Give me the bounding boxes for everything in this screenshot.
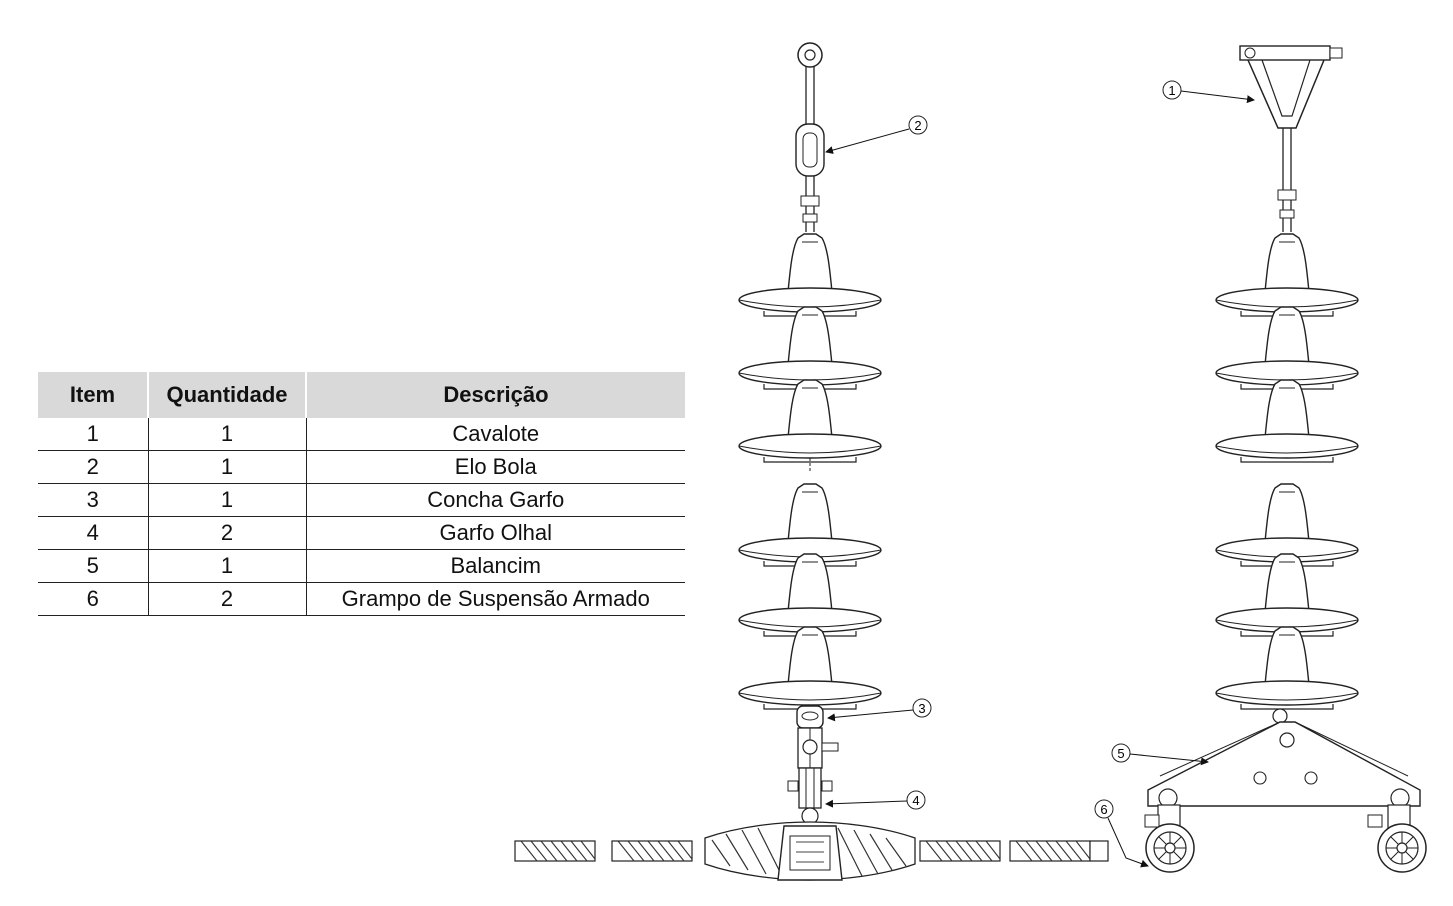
- insulator-disc: [738, 306, 882, 390]
- clevis-eye: [787, 767, 833, 825]
- cell-item: 5: [38, 549, 148, 583]
- cell-description: Balancim: [305, 549, 685, 583]
- cell-quantity: 2: [147, 516, 306, 550]
- insulator-disc: [738, 233, 882, 317]
- suspension-clamp-left: [1144, 814, 1195, 873]
- suspension-clamp-right: [1367, 814, 1427, 873]
- cell-item: 2: [38, 450, 148, 484]
- header-item: Item: [38, 372, 148, 418]
- parts-table: Item Quantidade Descrição 1 1 Cavalote 2…: [38, 372, 685, 616]
- armored-suspension-clamp: [514, 821, 1109, 881]
- callout-label: 4: [912, 793, 919, 808]
- cell-description: Elo Bola: [305, 450, 685, 484]
- callout-6: 6: [1094, 799, 1149, 868]
- table-row: 4 2 Garfo Olhal: [38, 516, 685, 550]
- cell-item: 6: [38, 582, 148, 616]
- table-header-row: Item Quantidade Descrição: [38, 372, 685, 418]
- insulator-disc: [1215, 626, 1359, 710]
- cell-quantity: 1: [147, 549, 306, 583]
- cell-description: Concha Garfo: [305, 483, 685, 517]
- cell-description: Grampo de Suspensão Armado: [305, 582, 685, 616]
- ball-eye-link: [795, 42, 825, 232]
- right-insulator-string: [1144, 45, 1427, 873]
- insulator-disc: [738, 626, 882, 710]
- header-descricao: Descrição: [305, 372, 685, 418]
- cell-item: 3: [38, 483, 148, 517]
- insulator-disc: [1215, 233, 1359, 317]
- insulator-disc: [738, 553, 882, 637]
- cell-quantity: 1: [147, 418, 306, 451]
- table-row: 2 1 Elo Bola: [38, 450, 685, 484]
- insulator-disc: [1215, 379, 1359, 463]
- insulator-disc: [738, 379, 882, 463]
- callout-label: 5: [1117, 746, 1124, 761]
- table-row: 1 1 Cavalote: [38, 418, 685, 451]
- shackle: [1239, 45, 1343, 232]
- table-row: 3 1 Concha Garfo: [38, 483, 685, 517]
- callout-3: 3: [827, 698, 932, 722]
- table-row: 5 1 Balancim: [38, 549, 685, 583]
- callout-label: 2: [914, 118, 921, 133]
- cell-quantity: 1: [147, 450, 306, 484]
- left-insulator-string: [514, 42, 1109, 881]
- callout-label: 6: [1100, 802, 1107, 817]
- cell-item: 1: [38, 418, 148, 451]
- cell-description: Garfo Olhal: [305, 516, 685, 550]
- callout-label: 1: [1168, 83, 1175, 98]
- callout-1: 1: [1162, 80, 1255, 104]
- cell-description: Cavalote: [305, 418, 685, 451]
- callout-5: 5: [1111, 743, 1209, 766]
- callout-label: 3: [918, 701, 925, 716]
- header-quantidade: Quantidade: [147, 372, 306, 418]
- callout-4: 4: [825, 790, 926, 810]
- insulator-disc: [1215, 553, 1359, 637]
- cell-quantity: 1: [147, 483, 306, 517]
- cell-item: 4: [38, 516, 148, 550]
- insulator-disc: [1215, 306, 1359, 390]
- table-row: 6 2 Grampo de Suspensão Armado: [38, 582, 685, 616]
- callout-2: 2: [825, 115, 928, 154]
- yoke-plate: [1147, 708, 1421, 830]
- cell-quantity: 2: [147, 582, 306, 616]
- socket-clevis: [796, 705, 839, 769]
